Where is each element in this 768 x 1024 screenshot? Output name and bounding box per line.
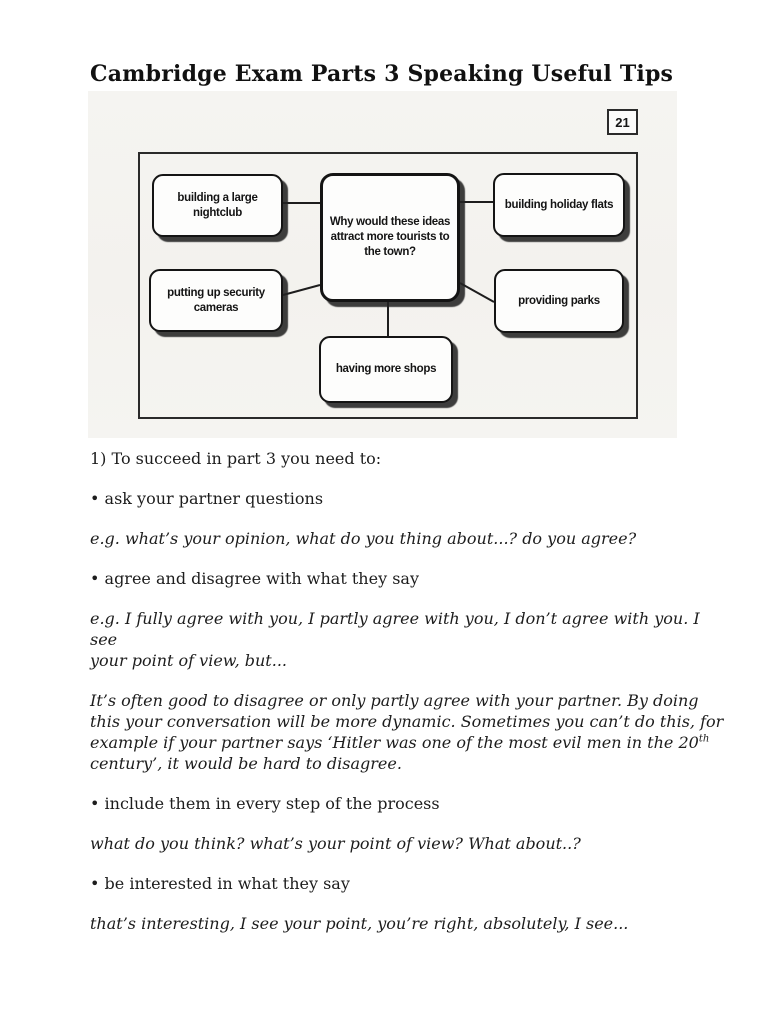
diagram-box-nightclub: building a large nightclub bbox=[152, 174, 283, 237]
paragraph-text-pre: It’s often good to disagree or only part… bbox=[90, 691, 724, 752]
diagram-center-question-box: Why would these ideas attract more touri… bbox=[320, 173, 460, 302]
diagram-box-security-cameras: putting up security cameras bbox=[149, 269, 283, 332]
paragraph-example-interesting: that’s interesting, I see your point, yo… bbox=[90, 914, 629, 933]
page-title: Cambridge Exam Parts 3 Speaking Useful T… bbox=[90, 61, 674, 87]
paragraph-bullet-include-them: • include them in every step of the proc… bbox=[90, 794, 440, 813]
paragraph-disagree-advice: It’s often good to disagree or only part… bbox=[90, 690, 730, 774]
diagram-box-holiday-flats: building holiday flats bbox=[493, 173, 625, 237]
paragraph-example-opinion: e.g. what’s your opinion, what do you th… bbox=[90, 529, 637, 548]
superscript-th: th bbox=[698, 733, 710, 745]
page-number-badge: 21 bbox=[607, 109, 638, 135]
diagram-scan-image: 21 building a large nightclub building h… bbox=[88, 91, 677, 438]
paragraph-example-agree: e.g. I fully agree with you, I partly ag… bbox=[90, 609, 700, 670]
paragraph-intro: 1) To succeed in part 3 you need to: bbox=[90, 449, 382, 468]
diagram-box-more-shops: having more shops bbox=[319, 336, 453, 403]
connector-line bbox=[459, 282, 495, 303]
connector-lines bbox=[282, 201, 495, 336]
diagram-box-providing-parks: providing parks bbox=[494, 269, 624, 333]
paragraph-example-what-think: what do you think? what’s your point of … bbox=[90, 834, 581, 853]
paragraph-bullet-agree-disagree: • agree and disagree with what they say bbox=[90, 569, 419, 588]
paragraph-text-post: century’, it would be hard to disagree. bbox=[90, 754, 402, 773]
connector-line bbox=[282, 284, 321, 296]
paragraph-bullet-be-interested: • be interested in what they say bbox=[90, 874, 350, 893]
paragraph-bullet-ask-questions: • ask your partner questions bbox=[90, 489, 324, 508]
diagram-frame bbox=[138, 152, 638, 419]
body-text: 1) To succeed in part 3 you need to: • a… bbox=[90, 448, 730, 953]
